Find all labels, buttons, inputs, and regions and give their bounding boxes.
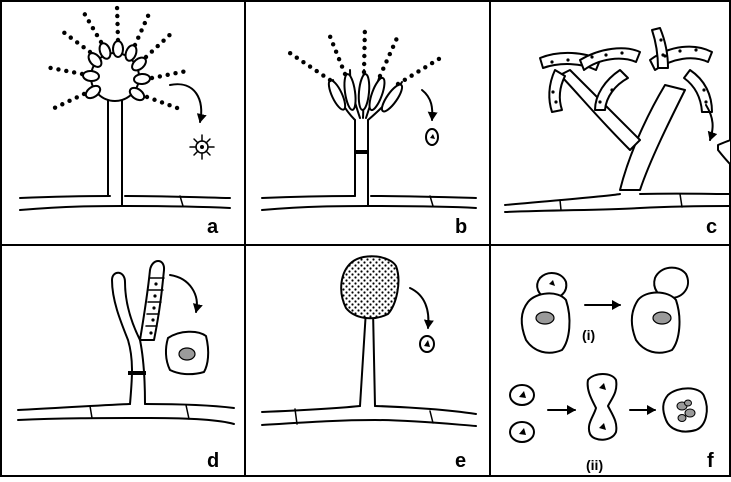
panel-d-illustration [18,261,234,424]
panel-label-e: e [455,451,466,471]
panel-label-d: d [207,451,219,471]
sub-label-ii: (ii) [586,458,603,472]
panel-b-illustration [262,30,476,210]
panel-e-illustration [262,256,476,426]
panel-c-illustration [505,28,731,212]
panel-label-f: f [707,451,714,471]
sub-label-i: (i) [582,328,595,342]
panel-label-b: b [455,217,467,237]
panel-label-a: a [207,217,218,237]
panel-f-illustration [510,268,707,442]
panel-label-c: c [706,217,717,237]
panel-a-illustration [20,6,230,210]
